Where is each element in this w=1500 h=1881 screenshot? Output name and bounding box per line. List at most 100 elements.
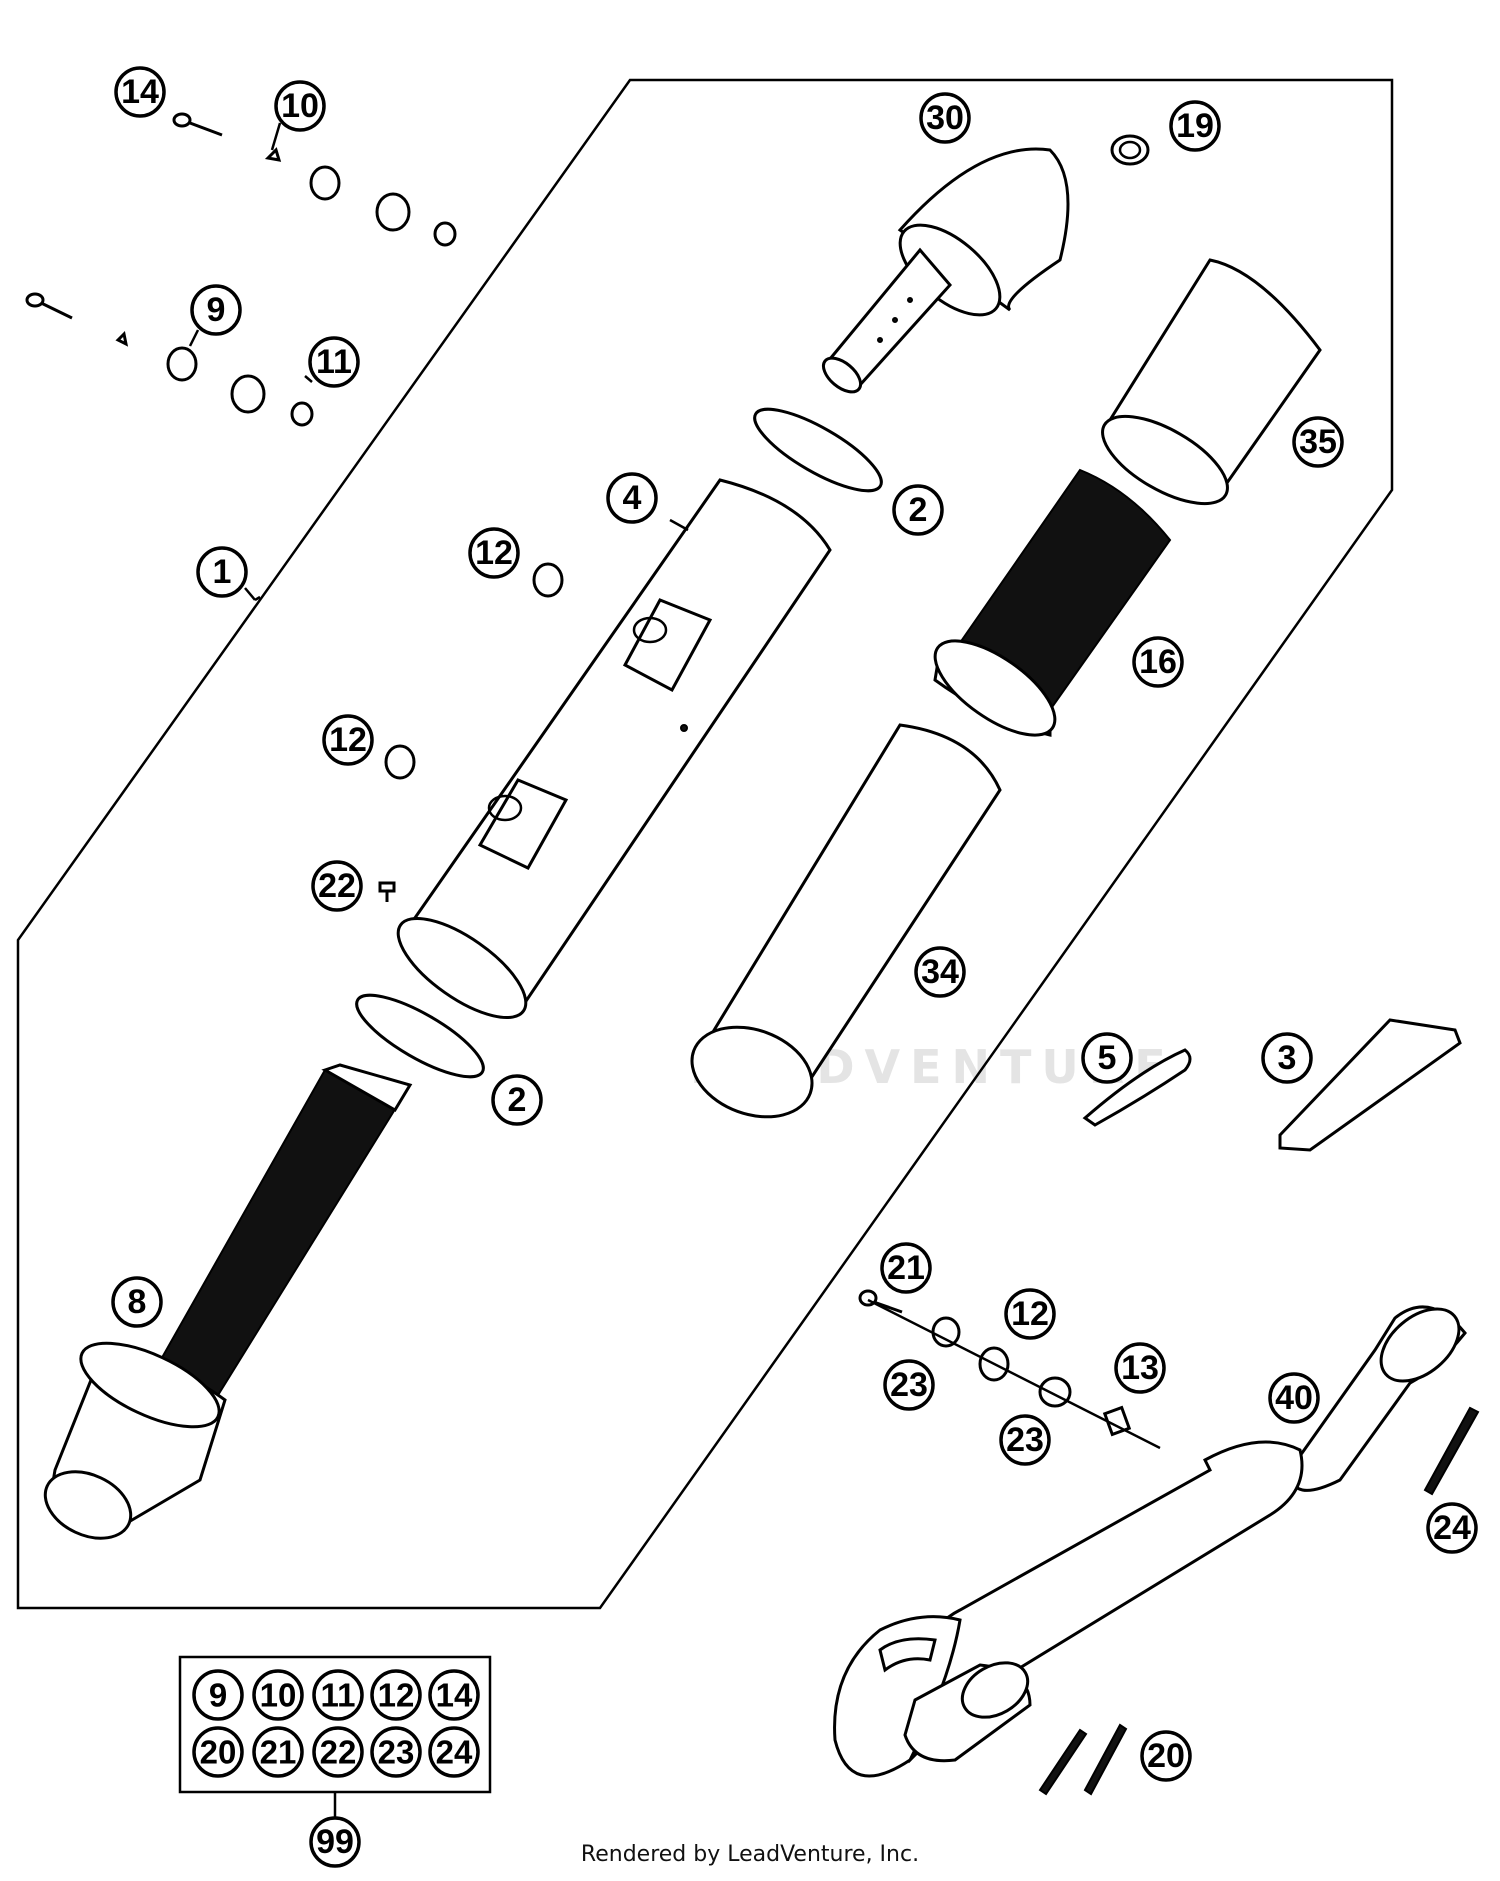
svg-text:20: 20: [200, 1734, 237, 1771]
kit-item-23: 23: [370, 1726, 422, 1778]
nut-icon[interactable]: [433, 221, 457, 247]
svg-text:2: 2: [909, 491, 928, 529]
washer-icon[interactable]: [309, 165, 341, 201]
svg-text:10: 10: [281, 87, 319, 125]
callout-12: 12: [322, 714, 374, 766]
kit-item-10: 10: [252, 1669, 304, 1721]
svg-text:16: 16: [1139, 643, 1177, 681]
callout-10: 10: [274, 80, 326, 132]
svg-text:8: 8: [128, 1283, 147, 1321]
callout-22: 22: [311, 860, 363, 912]
outer-sleeve-icon[interactable]: [1089, 258, 1322, 521]
pad-icon[interactable]: [1082, 1048, 1192, 1127]
callout-12: 12: [1004, 1288, 1056, 1340]
callout-19: 19: [1169, 100, 1221, 152]
svg-text:24: 24: [1433, 1509, 1471, 1547]
nut-icon[interactable]: [230, 374, 266, 414]
kit-item-24: 24: [428, 1726, 480, 1778]
spring-icon[interactable]: [1038, 1723, 1128, 1796]
callout-13: 13: [1114, 1342, 1166, 1394]
svg-text:19: 19: [1176, 107, 1214, 145]
svg-text:22: 22: [318, 867, 356, 905]
gasket-ring-icon[interactable]: [347, 981, 494, 1091]
svg-text:30: 30: [926, 99, 964, 137]
callout-5: 5: [1081, 1032, 1133, 1084]
callout-1: 1: [196, 546, 248, 598]
inner-sleeve-icon[interactable]: [679, 723, 1002, 1133]
svg-text:12: 12: [1011, 1295, 1049, 1333]
svg-text:23: 23: [378, 1734, 415, 1771]
svg-text:34: 34: [921, 953, 959, 991]
washer-icon[interactable]: [115, 330, 129, 347]
kit-item-20: 20: [192, 1726, 244, 1778]
svg-text:14: 14: [121, 73, 159, 111]
callout-40: 40: [1268, 1372, 1320, 1424]
washer-icon[interactable]: [166, 346, 198, 382]
perforated-core-icon[interactable]: [920, 468, 1172, 753]
callout-2: 2: [892, 484, 944, 536]
callout-23: 23: [999, 1414, 1051, 1466]
bolt-icon[interactable]: [858, 1289, 903, 1314]
bolt-icon[interactable]: [25, 292, 73, 320]
kit-item-9: 9: [192, 1669, 244, 1721]
svg-text:23: 23: [890, 1366, 928, 1404]
callout-14: 14: [114, 66, 166, 118]
svg-text:99: 99: [316, 1823, 354, 1861]
callout-2: 2: [491, 1074, 543, 1126]
svg-text:1: 1: [213, 553, 232, 591]
callout-24: 24: [1426, 1502, 1478, 1554]
svg-text:11: 11: [321, 1677, 356, 1714]
callout-11: 11: [308, 336, 360, 388]
washer-icon[interactable]: [1038, 1376, 1072, 1408]
end-cap-icon[interactable]: [817, 147, 1070, 398]
svg-text:24: 24: [436, 1734, 473, 1771]
callout-23: 23: [883, 1359, 935, 1411]
washer-icon[interactable]: [931, 1316, 961, 1348]
svg-text:9: 9: [209, 1677, 227, 1714]
bolt-icon[interactable]: [172, 112, 223, 137]
callout-12: 12: [468, 527, 520, 579]
screw-icon[interactable]: [378, 881, 396, 902]
nut-icon[interactable]: [532, 562, 564, 598]
svg-text:2: 2: [508, 1081, 527, 1119]
svg-text:14: 14: [436, 1677, 473, 1714]
footer-credit: Rendered by LeadVenture, Inc.: [580, 1842, 920, 1867]
nut-icon[interactable]: [290, 401, 314, 427]
callout-4: 4: [606, 472, 658, 524]
kit-item-11: 11: [312, 1669, 364, 1721]
ring-clip-icon[interactable]: [1110, 134, 1150, 166]
kit-item-21: 21: [252, 1726, 304, 1778]
callout-21: 21: [880, 1242, 932, 1294]
svg-text:23: 23: [1006, 1421, 1044, 1459]
header-pipe-icon[interactable]: [833, 1295, 1473, 1778]
muffler-body-icon[interactable]: [383, 478, 832, 1036]
washer-icon[interactable]: [264, 147, 282, 162]
kit-item-12: 12: [370, 1669, 422, 1721]
kit-item-14: 14: [428, 1669, 480, 1721]
svg-text:22: 22: [320, 1734, 357, 1771]
callout-8: 8: [111, 1276, 163, 1328]
gasket-ring-icon[interactable]: [745, 395, 892, 505]
svg-text:12: 12: [475, 534, 513, 572]
svg-text:21: 21: [887, 1249, 925, 1287]
spring-icon[interactable]: [1423, 1406, 1480, 1496]
svg-text:3: 3: [1278, 1039, 1297, 1077]
clip-nut-icon[interactable]: [1102, 1405, 1132, 1437]
svg-text:40: 40: [1275, 1379, 1313, 1417]
nut-icon[interactable]: [384, 744, 416, 780]
svg-text:4: 4: [623, 479, 642, 517]
callout-30: 30: [919, 92, 971, 144]
kit-item-22: 22: [312, 1726, 364, 1778]
inlet-core-icon[interactable]: [35, 1063, 413, 1551]
svg-text:20: 20: [1147, 1737, 1185, 1775]
callout-3: 3: [1261, 1032, 1313, 1084]
kit-callout-99: 99: [309, 1816, 361, 1868]
nut-icon[interactable]: [375, 192, 411, 232]
callout-16: 16: [1132, 636, 1184, 688]
svg-text:13: 13: [1121, 1349, 1159, 1387]
callout-35: 35: [1292, 416, 1344, 468]
heat-shield-icon[interactable]: [1278, 1018, 1462, 1152]
callout-34: 34: [914, 946, 966, 998]
svg-text:11: 11: [316, 343, 352, 381]
